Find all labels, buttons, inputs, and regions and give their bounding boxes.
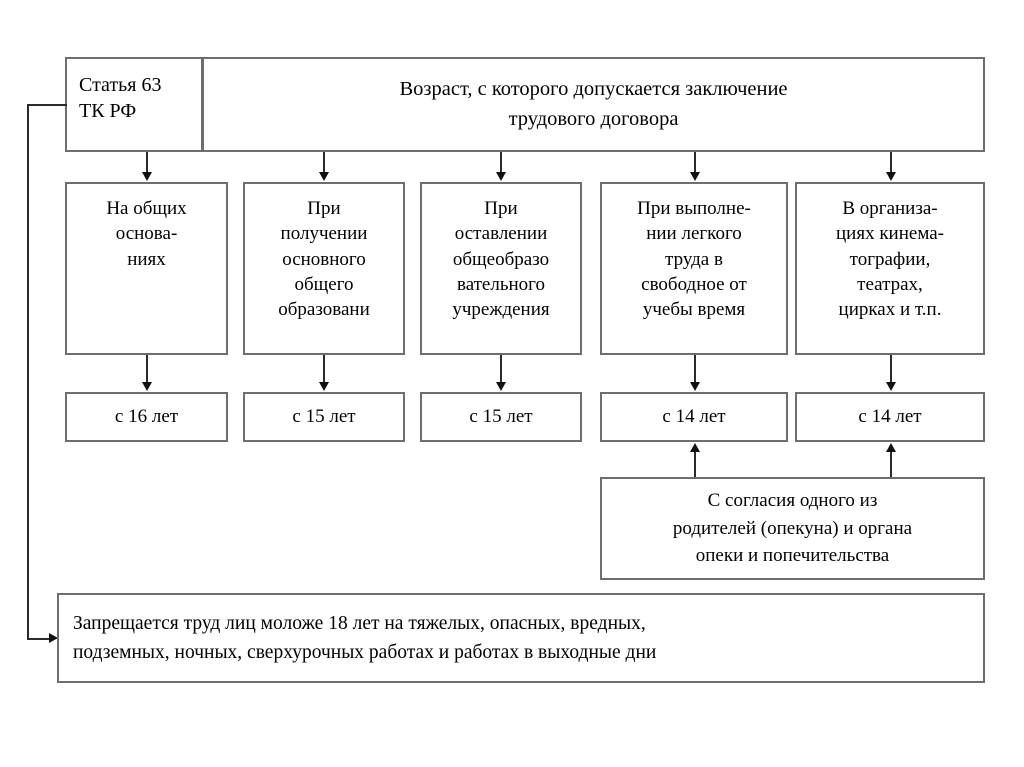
age-label-2: с 15 лет — [292, 405, 356, 427]
arrow-down-category-5 — [886, 172, 896, 181]
connector-category-1-to-age-1 — [146, 355, 148, 383]
consent-note-label: С согласия одного из родителей (опекуна)… — [672, 490, 913, 567]
header-title-cell: Возраст, с которого допускается заключен… — [399, 77, 788, 130]
arrow-down-category-1 — [142, 172, 152, 181]
connector-consent-to-age-5 — [890, 451, 892, 477]
connector-header-to-category-1 — [146, 152, 148, 173]
age-label-4: с 14 лет — [662, 405, 726, 427]
arrow-into-prohibition-box — [49, 633, 58, 643]
age-box-2[interactable]: с 15 лет — [243, 392, 405, 442]
connector-law-to-prohibition-top — [27, 104, 67, 106]
connector-header-to-category-3 — [500, 152, 502, 173]
connector-law-to-prohibition-vertical — [27, 104, 29, 638]
arrow-down-age-3 — [496, 382, 506, 391]
category-label-1: На общих основа- ниях — [106, 198, 187, 270]
age-box-5[interactable]: с 14 лет — [795, 392, 985, 442]
connector-category-5-to-age-5 — [890, 355, 892, 383]
connector-category-2-to-age-2 — [323, 355, 325, 383]
category-box-5[interactable]: В организа- циях кинема- тографии, театр… — [795, 182, 985, 355]
arrow-up-age-4 — [690, 443, 700, 452]
connector-header-to-category-5 — [890, 152, 892, 173]
law-article-cell: Статья 63 ТК РФ — [67, 59, 204, 150]
category-label-5: В организа- циях кинема- тографии, театр… — [836, 198, 944, 321]
arrow-down-age-2 — [319, 382, 329, 391]
category-label-3: При оставлении общеобразо вательного учр… — [452, 198, 550, 321]
consent-note-box[interactable]: С согласия одного из родителей (опекуна)… — [600, 477, 985, 580]
age-box-1[interactable]: с 16 лет — [65, 392, 228, 442]
category-label-2: При получении основного общего образован… — [278, 198, 370, 321]
connector-header-to-category-2 — [323, 152, 325, 173]
category-box-4[interactable]: При выполне- нии легкого труда в свободн… — [600, 182, 788, 355]
connector-law-to-prohibition-bottom — [27, 638, 51, 640]
prohibition-label: Запрещается труд лиц моложе 18 лет на тя… — [73, 612, 657, 663]
connector-consent-to-age-4 — [694, 451, 696, 477]
arrow-down-category-2 — [319, 172, 329, 181]
arrow-down-age-4 — [690, 382, 700, 391]
age-label-5: с 14 лет — [858, 405, 922, 427]
connector-category-4-to-age-4 — [694, 355, 696, 383]
age-label-3: с 15 лет — [469, 405, 533, 427]
arrow-down-age-5 — [886, 382, 896, 391]
age-box-4[interactable]: с 14 лет — [600, 392, 788, 442]
arrow-down-age-1 — [142, 382, 152, 391]
category-label-4: При выполне- нии легкого труда в свободн… — [637, 198, 751, 321]
age-box-3[interactable]: с 15 лет — [420, 392, 582, 442]
category-box-2[interactable]: При получении основного общего образован… — [243, 182, 405, 355]
category-box-1[interactable]: На общих основа- ниях — [65, 182, 228, 355]
arrow-up-age-5 — [886, 443, 896, 452]
prohibition-box[interactable]: Запрещается труд лиц моложе 18 лет на тя… — [57, 593, 985, 683]
connector-category-3-to-age-3 — [500, 355, 502, 383]
connector-header-to-category-4 — [694, 152, 696, 173]
age-label-1: с 16 лет — [114, 405, 179, 427]
category-box-3[interactable]: При оставлении общеобразо вательного учр… — [420, 182, 582, 355]
header-row: Статья 63 ТК РФ Возраст, с которого допу… — [65, 57, 985, 152]
arrow-down-category-3 — [496, 172, 506, 181]
arrow-down-category-4 — [690, 172, 700, 181]
